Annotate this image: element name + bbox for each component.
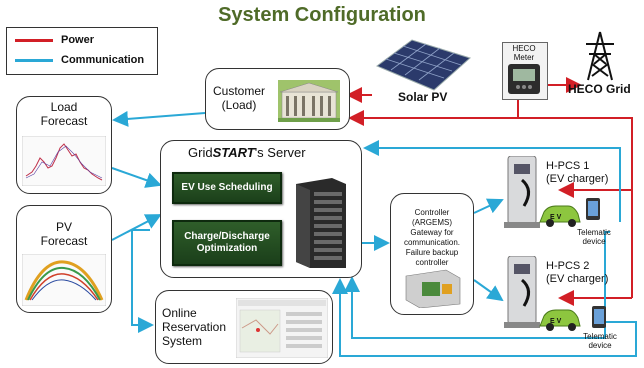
comm-loop-2	[344, 231, 610, 339]
comm-customer-to-load	[112, 110, 206, 127]
legend-power: Power	[15, 34, 94, 46]
server-title: GridSTART's Server	[188, 145, 306, 160]
comm-loop-3	[332, 278, 637, 357]
comm-controller-to-hpcs1	[473, 198, 504, 214]
page-title: System Configuration	[218, 4, 426, 26]
controller-device-icon	[405, 269, 461, 308]
power-line-swatch	[15, 38, 53, 42]
solar-panel-icon	[375, 39, 471, 91]
heco-grid-label: HECO Grid	[568, 82, 631, 96]
comm-controller-to-hpcs2	[473, 279, 504, 302]
ev-car-2-label: E V	[550, 318, 562, 325]
comm-server-to-online	[131, 229, 154, 333]
online-reservation-label: Online Reservation System	[162, 306, 227, 348]
solar-pv-label: Solar PV	[398, 90, 448, 104]
pv-forecast-chart-icon	[22, 254, 106, 306]
transmission-tower-icon	[586, 31, 614, 81]
legend-communication: Communication	[15, 54, 144, 66]
legend: Power Communication	[6, 27, 158, 75]
hpcs2-label: H-PCS 2(EV charger)	[546, 260, 609, 285]
power-bus	[518, 117, 633, 298]
comm-load-to-server	[111, 167, 162, 188]
ev-car-1-label: E V	[550, 214, 562, 221]
telematic-device-1-icon	[586, 198, 600, 220]
building-icon	[278, 80, 340, 122]
comm-top-loop	[363, 140, 621, 222]
hpcs1-label: H-PCS 1(EV charger)	[546, 160, 609, 185]
load-forecast-chart-icon	[22, 136, 106, 186]
reservation-screenshot-icon	[236, 298, 328, 358]
ev-charger-2-icon	[504, 256, 540, 328]
meter-icon	[508, 64, 540, 94]
charge-discharge-optimization-button[interactable]: Charge/Discharge Optimization	[172, 220, 282, 266]
server-rack-icon	[296, 178, 346, 268]
ev-car-2-icon	[539, 309, 581, 331]
ev-use-scheduling-button[interactable]: EV Use Scheduling	[172, 172, 282, 204]
communication-line-swatch	[15, 58, 53, 62]
comm-pv-to-server	[111, 214, 162, 241]
telematic-device-2-icon	[592, 306, 606, 328]
controller-label: Controller (ARGEMS) Gateway for communic…	[403, 208, 461, 267]
customer-label: Customer(Load)	[212, 84, 265, 112]
ev-car-1-icon	[539, 205, 581, 227]
ev-charger-1-icon	[504, 156, 540, 228]
